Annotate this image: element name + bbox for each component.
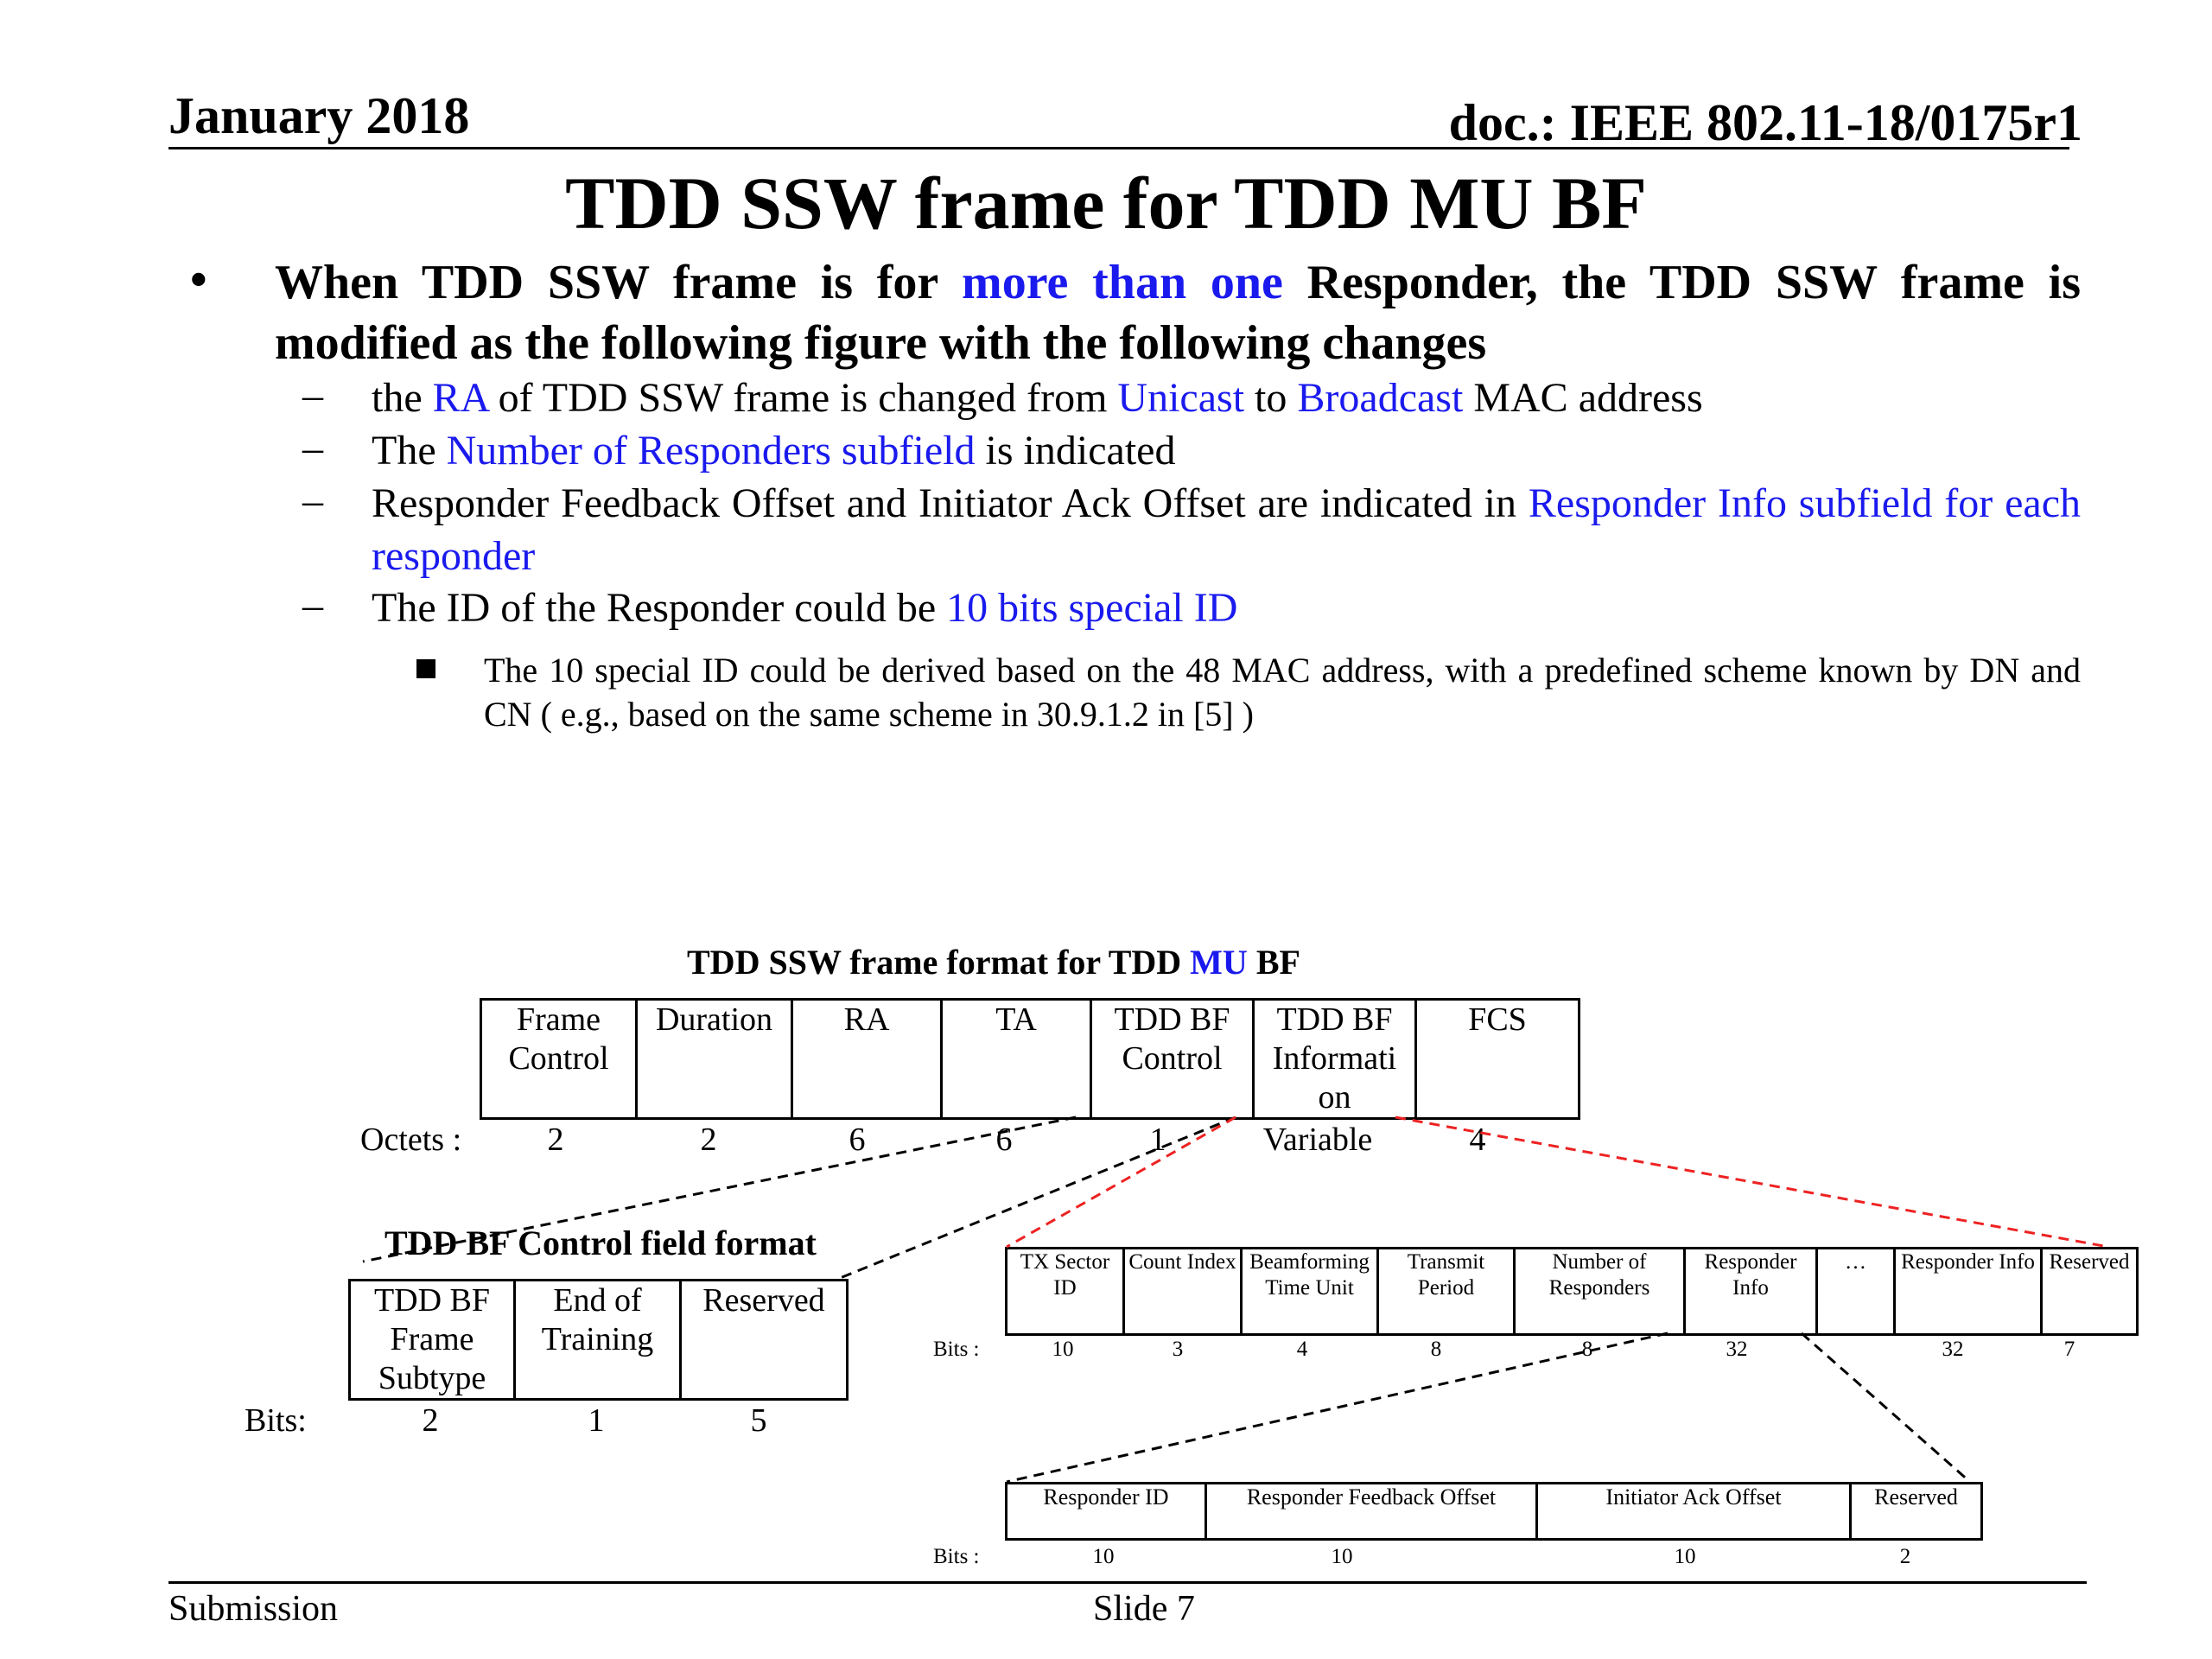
bits-value: 32 xyxy=(1942,1338,1964,1361)
field-tx-sector-id: TX Sector ID xyxy=(1005,1247,1125,1336)
bullet-text: When TDD SSW frame is for more than one … xyxy=(275,252,2081,373)
field-reserved: Reserved xyxy=(679,1279,849,1401)
highlight: MU xyxy=(1190,943,1248,982)
text: TDD SSW frame format for TDD xyxy=(687,943,1191,982)
bits-value: 7 xyxy=(2063,1338,2075,1361)
text: The ID of the Responder could be xyxy=(372,585,947,631)
bits-value: 10 xyxy=(1052,1338,1074,1361)
highlight: Responder Info subfield for each respond… xyxy=(372,480,2082,579)
subsub-bullet-text: The 10 special ID could be derived based… xyxy=(484,651,2081,734)
red-dashed-connector xyxy=(1395,1116,2109,1249)
black-dashed-connector xyxy=(362,1116,1077,1263)
bits-value: 1 xyxy=(588,1402,605,1439)
text: The xyxy=(372,428,447,474)
black-dashed-connector xyxy=(837,1116,1236,1281)
field-beamforming-time-unit: Beamforming Time Unit xyxy=(1240,1247,1379,1336)
subbullet-marker: – xyxy=(302,478,323,524)
highlight: 10 bits special ID xyxy=(946,585,1238,631)
bits-label: Bits: xyxy=(245,1402,307,1439)
highlight: RA xyxy=(432,375,488,421)
highlight: Unicast xyxy=(1117,375,1245,421)
field-responder-id: Responder ID xyxy=(1005,1482,1207,1541)
bits-value: 10 xyxy=(1092,1545,1115,1568)
subbullet-special-id: The ID of the Responder could be 10 bits… xyxy=(372,582,2081,634)
field-end-of-training: End of Training xyxy=(513,1279,682,1401)
bullet-marker: • xyxy=(190,253,207,307)
bits-value: 5 xyxy=(750,1402,767,1439)
field-reserved: Reserved xyxy=(2040,1247,2139,1336)
header-doc-number: doc.: IEEE 802.11-18/0175r1 xyxy=(1448,94,2082,151)
field-responder-info: Responder Info xyxy=(1893,1247,2043,1336)
subbullet-offsets: Responder Feedback Offset and Initiator … xyxy=(372,477,2081,582)
octet-value: 1 xyxy=(1149,1122,1166,1158)
bits-label: Bits : xyxy=(933,1338,980,1361)
field-ellipsis: … xyxy=(1815,1247,1896,1336)
highlight: Number of Responders subfield xyxy=(446,428,976,474)
bits-value: 2 xyxy=(1899,1545,1911,1568)
bits-value: 8 xyxy=(1581,1338,1593,1361)
octet-value: 2 xyxy=(547,1122,564,1158)
field-transmit-period: Transmit Period xyxy=(1376,1247,1516,1336)
subbullet-marker: – xyxy=(302,425,323,471)
highlight: Broadcast xyxy=(1297,375,1464,421)
field-initiator-ack-offset: Initiator Ack Offset xyxy=(1535,1482,1852,1541)
bits-value: 8 xyxy=(1430,1338,1442,1361)
field-ta: TA xyxy=(940,998,1092,1120)
information-format-table: TX Sector ID Count Index Beamforming Tim… xyxy=(1005,1247,2139,1336)
field-responder-info: Responder Info xyxy=(1683,1247,1818,1336)
frame-format-table: Frame Control Duration RA TA TDD BF Cont… xyxy=(480,998,1580,1120)
field-frame-control: Frame Control xyxy=(480,998,638,1120)
footer-rule xyxy=(168,1581,2087,1584)
field-frame-subtype: TDD BF Frame Subtype xyxy=(348,1279,516,1401)
bits-value: 2 xyxy=(422,1402,439,1439)
bullet-highlight: more than one xyxy=(962,256,1283,309)
field-responder-feedback-offset: Responder Feedback Offset xyxy=(1205,1482,1538,1541)
text: to xyxy=(1244,375,1298,421)
bullet-text-part: Responder, the TDD SSW frame is modified… xyxy=(275,256,2082,370)
bits-value: 3 xyxy=(1172,1338,1184,1361)
header-rule xyxy=(168,147,2069,149)
field-tdd-bf-information: TDD BF Informati on xyxy=(1252,998,1417,1120)
field-reserved: Reserved xyxy=(1849,1482,1983,1541)
control-format-table: TDD BF Frame Subtype End of Training Res… xyxy=(348,1279,849,1401)
footer-slide-number: Slide 7 xyxy=(1093,1589,1195,1629)
red-dashed-connector xyxy=(1006,1116,1236,1249)
bits-value: 32 xyxy=(1726,1338,1748,1361)
text: Responder Feedback Offset and Initiator … xyxy=(372,480,1529,526)
field-duration: Duration xyxy=(635,998,793,1120)
text: BF xyxy=(1247,943,1300,982)
subbullet-marker: – xyxy=(302,372,323,418)
subbullet-ra: the RA of TDD SSW frame is changed from … xyxy=(372,372,2081,424)
footer-submission: Submission xyxy=(168,1589,339,1629)
slide-title: TDD SSW frame for TDD MU BF xyxy=(565,162,1647,245)
bits-value: 10 xyxy=(1674,1545,1696,1568)
header-date: January 2018 xyxy=(168,87,470,144)
bullet-text-part: When TDD SSW frame is for xyxy=(275,256,963,309)
frame-format-title: TDD SSW frame format for TDD MU BF xyxy=(687,942,1300,982)
text: MAC address xyxy=(1463,375,1703,421)
field-count-index: Count Index xyxy=(1122,1247,1243,1336)
octet-value: Variable xyxy=(1262,1122,1373,1158)
black-dashed-connector xyxy=(1006,1332,1669,1484)
bits-label: Bits : xyxy=(933,1545,980,1568)
bits-value: 4 xyxy=(1296,1338,1308,1361)
text: of TDD SSW frame is changed from xyxy=(487,375,1118,421)
bits-value: 10 xyxy=(1331,1545,1353,1568)
subbullet-marker: – xyxy=(302,582,323,628)
octets-label: Octets : xyxy=(360,1122,462,1158)
black-dashed-connector xyxy=(1801,1332,1971,1484)
text: the xyxy=(372,375,433,421)
field-ra: RA xyxy=(791,998,943,1120)
subbullet-num-responders: The Number of Responders subfield is ind… xyxy=(372,424,2081,477)
field-number-of-responders: Number of Responders xyxy=(1513,1247,1686,1336)
octet-value: 2 xyxy=(700,1122,717,1158)
octet-value: 6 xyxy=(849,1122,866,1158)
octet-value: 6 xyxy=(995,1122,1013,1158)
field-fcs: FCS xyxy=(1414,998,1580,1120)
field-tdd-bf-control: TDD BF Control xyxy=(1090,998,1255,1120)
square-bullet-icon xyxy=(416,659,435,678)
text: is indicated xyxy=(975,428,1176,474)
responder-info-table: Responder ID Responder Feedback Offset I… xyxy=(1005,1482,1983,1541)
